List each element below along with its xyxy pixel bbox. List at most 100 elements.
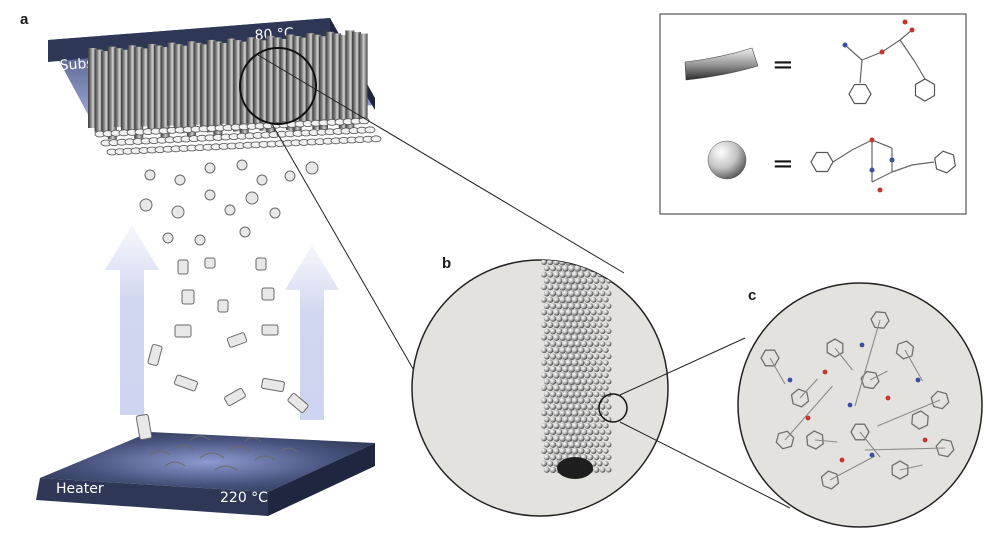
aromatic-ring <box>775 430 795 450</box>
nanotube-sphere <box>555 340 563 348</box>
nanotube-sphere <box>584 347 591 354</box>
nanotube-sphere <box>553 422 560 430</box>
nanotube-sphere <box>603 297 609 303</box>
nanotube-sphere <box>577 334 585 341</box>
aromatic-ring <box>826 338 844 358</box>
nanotube-sphere <box>599 290 606 297</box>
nanotube-sphere <box>571 321 579 329</box>
dipeptide-structure-cyclic <box>810 137 956 193</box>
nanotube <box>107 46 117 140</box>
nanotube-sphere <box>541 296 547 303</box>
nanotube-sphere <box>559 334 567 342</box>
nanotube <box>220 43 229 124</box>
nanotube-sphere <box>597 322 603 328</box>
nanotube-sphere <box>574 403 582 411</box>
nanotube-sphere <box>593 366 600 373</box>
nanotube-sphere <box>597 423 603 429</box>
molecular-bond <box>914 61 926 80</box>
nanotube-sphere <box>606 328 612 334</box>
nanotube-sphere <box>541 309 547 316</box>
nanotube-sphere <box>574 365 582 373</box>
nanotube-sphere <box>603 322 609 328</box>
nanotube-sphere <box>565 422 573 430</box>
heater-label: Heater <box>56 481 104 497</box>
nanotube-sphere <box>580 302 588 310</box>
nanotube-sphere <box>571 371 579 379</box>
nanotube-sphere <box>553 397 560 404</box>
nanotube-sphere <box>597 385 603 391</box>
nanotube-sphere <box>555 378 563 385</box>
nanotube-sphere <box>574 277 582 285</box>
molecular-bond <box>899 29 913 41</box>
nanotube-sphere <box>571 422 579 430</box>
nanotube <box>160 47 170 138</box>
aromatic-ring <box>935 438 955 458</box>
nanotube-sphere <box>597 435 603 442</box>
atom <box>915 377 921 383</box>
nanotube-sphere <box>587 365 594 373</box>
nanotube-sphere <box>590 334 597 341</box>
nanotube-sphere <box>553 283 560 291</box>
nanotube-sphere <box>597 448 603 454</box>
aromatic-ring <box>820 470 840 490</box>
nanotube-sphere <box>593 378 600 385</box>
nanotube-sphere <box>541 334 547 341</box>
molecular-bond <box>784 385 833 441</box>
nanotube-sphere <box>549 428 557 436</box>
nanotube-sphere <box>580 290 588 297</box>
atom <box>889 157 895 163</box>
nanotube-sphere <box>559 447 567 455</box>
aromatic-ring <box>895 340 915 360</box>
nanotube <box>352 32 361 120</box>
nanotube-sphere <box>584 284 591 291</box>
nanotube-sphere <box>571 384 579 392</box>
nanotube-sphere <box>580 315 588 322</box>
nanotube-sphere <box>606 353 612 360</box>
nanotube-sphere <box>561 302 569 310</box>
nanotube-sphere <box>597 347 603 354</box>
nanotube-sphere <box>547 347 554 354</box>
nanotube-sphere <box>547 334 554 341</box>
nanotube-sphere <box>574 340 582 348</box>
atom <box>822 369 828 375</box>
molecular-bond <box>881 39 901 53</box>
aromatic-ring <box>848 83 872 105</box>
nanotube-sphere <box>590 322 597 328</box>
nanotube-sphere <box>599 366 606 372</box>
nanotube-sphere <box>577 372 585 379</box>
nanotube-sphere <box>565 296 573 304</box>
nanotube-sphere <box>549 277 557 285</box>
nanotube-sphere <box>584 372 591 379</box>
molecular-bond <box>869 370 888 381</box>
nanotube-sphere <box>561 416 569 423</box>
nanotube-sphere <box>584 309 591 316</box>
nanotube-sphere <box>599 278 606 284</box>
nanotube <box>358 33 368 124</box>
aromatic-ring <box>870 311 890 329</box>
nanotube-sphere <box>580 403 588 411</box>
nanotube-sphere <box>543 391 550 398</box>
nanotube-sphere <box>603 385 609 391</box>
nanotube-sphere <box>553 384 560 392</box>
nanotube-sphere <box>541 385 547 391</box>
nanotube-sphere <box>577 397 585 404</box>
nanotube <box>167 42 177 126</box>
nanotube-sphere <box>590 397 597 404</box>
nanotube <box>180 45 190 134</box>
legend-equals-tube: = <box>772 50 794 80</box>
nanotube-sphere <box>603 410 609 416</box>
nanotube-sphere <box>565 397 573 405</box>
molecule-fragments <box>135 159 319 471</box>
nanotube-sphere <box>597 297 603 303</box>
nanotube-sphere <box>574 315 582 323</box>
nanotube <box>272 37 282 123</box>
nanotube-sphere <box>574 327 582 335</box>
nanotube-sphere <box>565 447 573 455</box>
nanotube-sphere <box>587 454 594 461</box>
nanotube-sphere <box>547 284 554 291</box>
nanotube-sphere <box>590 284 597 291</box>
nanotube-sphere <box>561 428 569 436</box>
nanotube-sphere <box>565 434 573 442</box>
nanotube-sphere <box>597 360 603 366</box>
nanotube-sphere <box>547 296 554 303</box>
